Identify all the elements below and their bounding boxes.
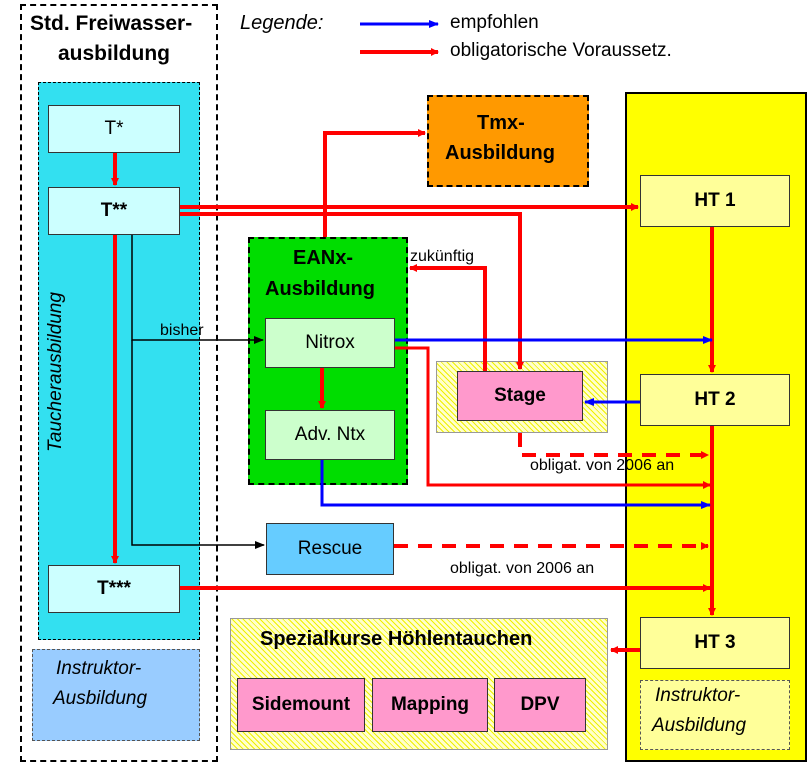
legend-mandatory-label: obligatorische Voraussetz. <box>450 40 672 61</box>
legend-title: Legende: <box>240 12 324 34</box>
label-obligat-stage: obligat. von 2006 an <box>530 457 675 474</box>
instructor-left-line2: Ausbildung <box>53 688 148 709</box>
course-ht1: HT 1 <box>640 175 790 227</box>
course-adv-nitrox: Adv. Ntx <box>265 410 395 460</box>
freshwater-frame <box>20 4 218 762</box>
eanx-title-line2: Ausbildung <box>265 278 375 300</box>
course-rescue: Rescue <box>266 523 394 575</box>
course-t1: T* <box>48 105 180 153</box>
eanx-title-line1: EANx- <box>293 247 354 269</box>
diver-training-panel <box>38 82 200 640</box>
freshwater-title-line2: ausbildung <box>58 42 170 65</box>
tmx-line1: Tmx- <box>477 112 525 134</box>
course-t3: T*** <box>48 565 180 613</box>
arrow-nitrox-ht-red <box>395 346 711 489</box>
course-dpv: DPV <box>494 678 586 732</box>
label-zukuenftig: zukünftig <box>410 248 475 265</box>
course-stage: Stage <box>457 371 583 421</box>
arrow-stage-ht-dashed <box>518 433 709 459</box>
arrow-t2-rescue <box>131 340 265 549</box>
instructor-training-left <box>32 649 200 741</box>
arrow-eanx-tmx <box>323 129 426 237</box>
course-mapping: Mapping <box>372 678 488 732</box>
arrow-adv-ht-blue <box>320 460 711 509</box>
arrow-t2-stage <box>180 212 524 370</box>
legend-recommended-label: empfohlen <box>450 12 539 33</box>
instructor-right-line1: Instruktor- <box>655 685 741 706</box>
course-ht3: HT 3 <box>640 617 790 669</box>
label-obligat-rescue: obligat. von 2006 an <box>450 560 595 577</box>
label-bisher: bisher <box>160 322 204 339</box>
course-nitrox: Nitrox <box>265 318 395 368</box>
arrow-stage-eanx-future <box>409 264 487 371</box>
instructor-training-right <box>640 680 790 750</box>
cave-courses-title: Spezialkurse Höhlentauchen <box>260 628 533 650</box>
course-ht2: HT 2 <box>640 374 790 426</box>
freshwater-title-line1: Std. Freiwasser- <box>30 12 193 35</box>
instructor-right-line2: Ausbildung <box>652 715 747 736</box>
course-t2: T** <box>48 187 180 235</box>
instructor-left-line1: Instruktor- <box>56 658 142 679</box>
tmx-line2: Ausbildung <box>445 142 555 164</box>
course-sidemount: Sidemount <box>237 678 365 732</box>
tmx-box <box>427 95 589 187</box>
